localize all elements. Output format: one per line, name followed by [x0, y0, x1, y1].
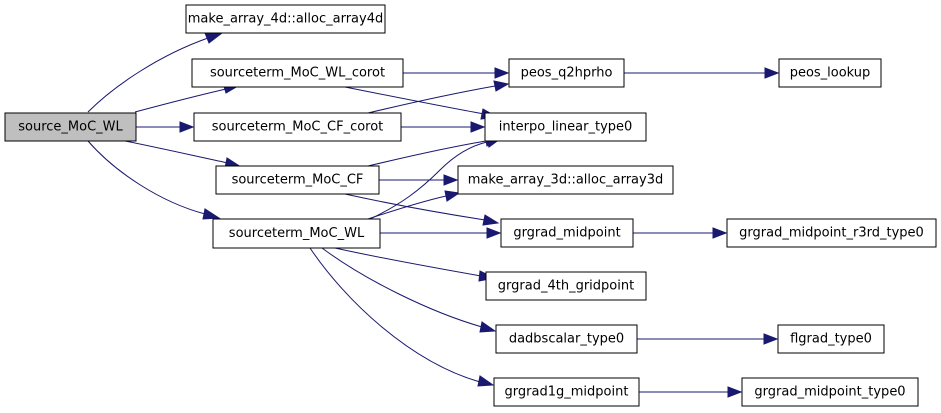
node-moc-cf[interactable]: sourceterm_MoC_CF — [215, 165, 380, 195]
call-edges — [87, 32, 780, 398]
node-grgrad-midpoint[interactable]: grgrad_midpoint — [500, 218, 634, 248]
node-grgrad-midpoint-r3rd[interactable]: grgrad_midpoint_r3rd_type0 — [726, 218, 937, 248]
node-label: dadbscalar_type0 — [509, 332, 624, 347]
edge-moc-wl-to-grgrad1g — [309, 247, 495, 387]
node-label: sourceterm_MoC_WL_corot — [210, 66, 385, 81]
edge-dadbscalar-to-flgrad — [637, 333, 779, 345]
node-label: sourceterm_MoC_CF_corot — [212, 120, 384, 135]
node-label: source_MoC_WL — [18, 120, 123, 135]
edge-moc-wl-corot-to-peos-q2hprho — [403, 67, 510, 79]
node-label: flgrad_type0 — [790, 332, 872, 347]
edge-grgrad-midpoint-to-r3rd — [633, 227, 728, 239]
node-alloc-array4d[interactable]: make_array_4d::alloc_array4d — [185, 4, 386, 34]
node-label: grgrad_midpoint_r3rd_type0 — [739, 226, 924, 241]
node-label: grgrad1g_midpoint — [505, 385, 629, 400]
edge-root-to-moc-cf — [124, 140, 243, 169]
edge-moc-wl-to-alloc-array3d — [367, 190, 461, 220]
edge-grgrad1g-to-grgrad-midpoint-type0 — [639, 386, 743, 398]
node-label: grgrad_midpoint_type0 — [754, 385, 905, 400]
node-label: make_array_3d::alloc_array3d — [468, 173, 663, 188]
node-moc-wl-corot[interactable]: sourceterm_MoC_WL_corot — [191, 58, 404, 88]
node-peos-lookup[interactable]: peos_lookup — [778, 58, 882, 88]
node-moc-wl[interactable]: sourceterm_MoC_WL — [212, 218, 381, 249]
edge-moc-cf-to-alloc-array3d — [379, 174, 459, 186]
node-interpo-linear[interactable]: interpo_linear_type0 — [484, 112, 647, 142]
node-label: interpo_linear_type0 — [499, 120, 633, 135]
node-label: sourceterm_MoC_CF — [232, 173, 364, 188]
node-dadbscalar[interactable]: dadbscalar_type0 — [495, 324, 638, 354]
node-label: sourceterm_MoC_WL — [229, 226, 365, 241]
node-label: peos_q2hprho — [521, 66, 613, 81]
node-peos-q2hprho[interactable]: peos_q2hprho — [508, 58, 625, 88]
node-moc-cf-corot[interactable]: sourceterm_MoC_CF_corot — [193, 112, 402, 142]
edge-moc-cf-to-grgrad-midpoint — [344, 193, 500, 226]
node-alloc-array3d[interactable]: make_array_3d::alloc_array3d — [457, 165, 674, 195]
node-source-moc-wl[interactable]: source_MoC_WL — [4, 112, 137, 142]
node-label: peos_lookup — [790, 66, 871, 81]
node-grgrad-4th-gridpoint[interactable]: grgrad_4th_gridpoint — [485, 271, 647, 301]
node-grgrad1g-midpoint[interactable]: grgrad1g_midpoint — [493, 377, 640, 407]
node-label: grgrad_midpoint — [513, 226, 620, 241]
edge-moc-cf-corot-to-peos-q2hprho — [367, 80, 510, 114]
edge-moc-cf-corot-to-interpo — [401, 121, 486, 133]
edge-root-to-moc-wl — [87, 140, 221, 220]
edge-peos-q2hprho-to-peos-lookup — [624, 67, 780, 79]
call-nodes: source_MoC_WL make_array_4d::alloc_array… — [4, 4, 937, 407]
edge-moc-wl-to-dadbscalar — [321, 247, 497, 333]
edge-root-to-moc-cf-corot — [136, 121, 195, 133]
node-flgrad[interactable]: flgrad_type0 — [777, 324, 885, 354]
node-grgrad-midpoint-type0[interactable]: grgrad_midpoint_type0 — [741, 377, 919, 407]
edge-moc-wl-to-grgrad-midpoint — [380, 227, 502, 239]
node-label: make_array_4d::alloc_array4d — [188, 12, 383, 27]
edge-moc-wl-to-grgrad-4th — [334, 247, 496, 282]
node-label: grgrad_4th_gridpoint — [498, 279, 634, 294]
